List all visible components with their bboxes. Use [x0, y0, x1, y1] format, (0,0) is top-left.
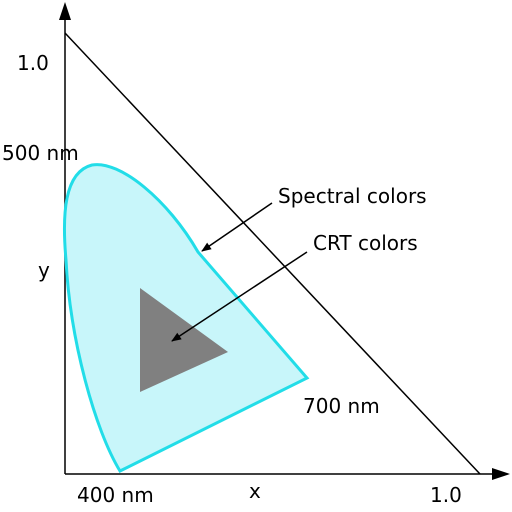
- crt-colors-label: CRT colors: [313, 231, 418, 255]
- wavelength-500-label: 500 nm: [2, 141, 79, 165]
- x-max-label: 1.0: [430, 483, 462, 507]
- wavelength-400-label: 400 nm: [77, 483, 154, 507]
- x-axis-arrow-icon: [492, 468, 510, 480]
- spectral-callout-arrow: [201, 202, 273, 252]
- crt-gamut-triangle: [140, 288, 228, 392]
- spectral-colors-label: Spectral colors: [278, 184, 427, 208]
- unit-diagonal-line: [64, 32, 481, 475]
- y-axis-label: y: [38, 258, 50, 282]
- y-axis-arrow-icon: [59, 2, 71, 20]
- y-max-label: 1.0: [17, 51, 49, 75]
- wavelength-700-label: 700 nm: [303, 394, 380, 418]
- x-axis-label: x: [249, 479, 261, 503]
- crt-callout-arrow: [171, 251, 308, 342]
- spectral-locus: [62, 163, 310, 473]
